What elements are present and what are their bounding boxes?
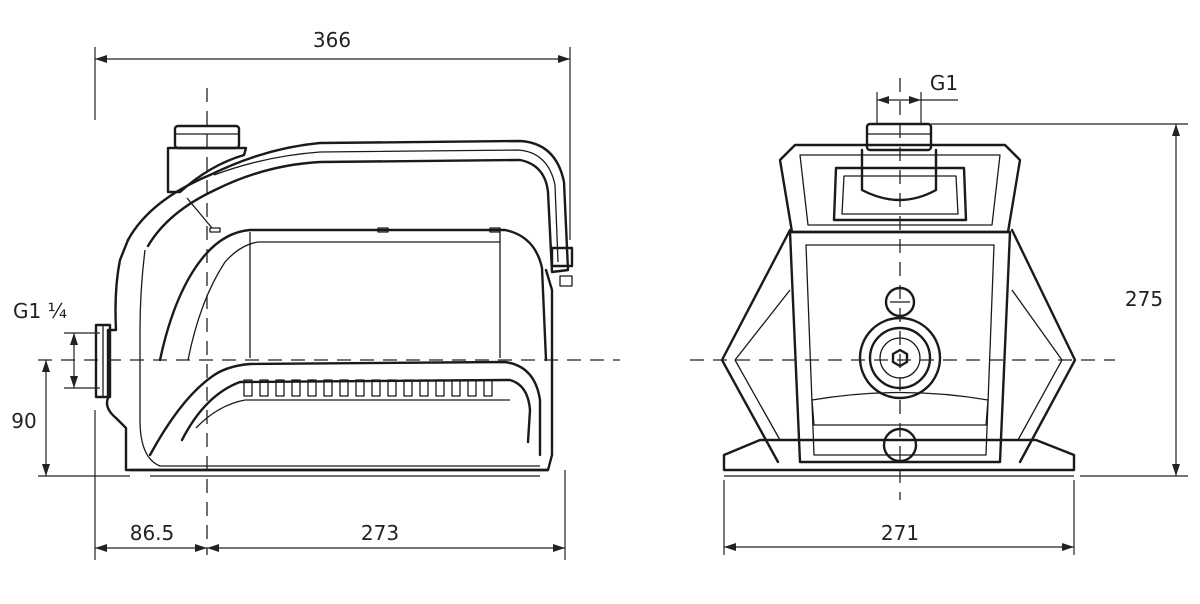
inlet-height-label: 90 (11, 409, 36, 433)
front-view: G1 275 271 (690, 71, 1188, 555)
dimension-inlet-thread: G1 ¼ (13, 299, 100, 389)
front-base-plate (722, 438, 1076, 477)
dimension-base-split: 86.5 273 (94, 410, 566, 560)
side-inlet (94, 323, 112, 399)
base-length-label: 273 (361, 521, 399, 545)
dimension-overall-width: 271 (723, 480, 1075, 555)
dimension-overall-length: 366 (94, 28, 571, 240)
front-top-outlet (860, 122, 938, 202)
vent-slots (243, 379, 493, 397)
side-view: 366 (11, 28, 620, 560)
outlet-thread-label: G1 (930, 71, 958, 95)
dimension-outlet-thread: G1 (876, 71, 958, 124)
pump-handle-cover (126, 139, 574, 287)
front-side-wings (720, 228, 1077, 464)
vent-grille (128, 360, 550, 477)
inlet-offset-label: 86.5 (130, 521, 175, 545)
dimension-inlet-height: 90 (11, 360, 130, 477)
overall-width-label: 271 (881, 521, 919, 545)
front-handle (778, 143, 1022, 234)
inlet-thread-label: G1 ¼ (13, 299, 67, 323)
dimension-overall-height: 275 (931, 123, 1188, 477)
pump-body (105, 227, 554, 472)
overall-length-label: 366 (313, 28, 351, 52)
overall-height-label: 275 (1125, 287, 1163, 311)
